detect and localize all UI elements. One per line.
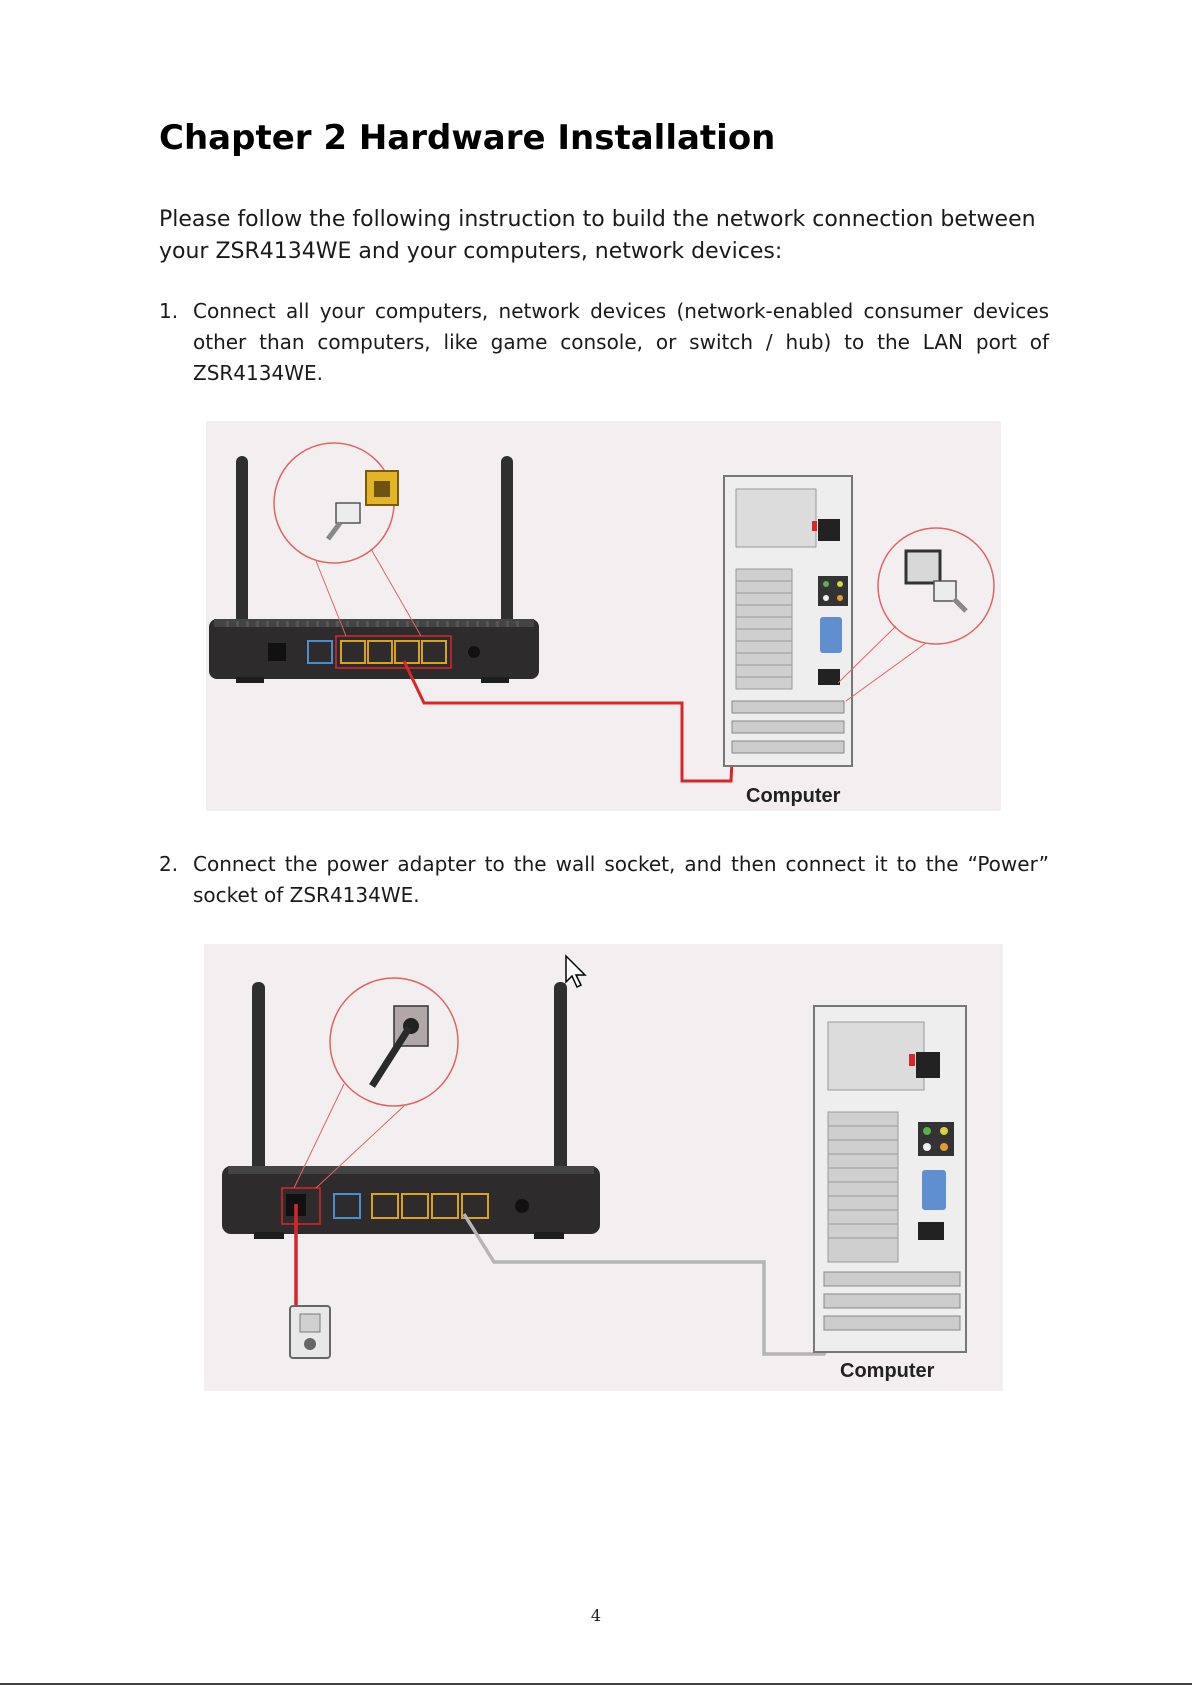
lan-port-2 [367,640,393,664]
rj45-plug-icon [335,502,361,524]
computer-tower [813,1005,967,1353]
computer-tower [723,475,853,767]
reset-button [468,646,480,658]
figure-lan-connection: Computer [206,421,1001,811]
router-body [222,1166,600,1234]
wan-port [307,640,333,664]
router-antenna-left [236,456,248,636]
router-foot-right [534,1232,564,1239]
step-text: Connect the power adapter to the wall so… [193,852,1049,907]
bottom-rule [0,1683,1192,1685]
wall-outlet-icon [289,1305,331,1359]
router-body [209,619,539,679]
lan-connection-illustration [209,442,995,783]
router-vent [226,621,519,627]
lan-port-1 [371,1193,399,1219]
wan-port [333,1193,361,1219]
page-number: 4 [590,1606,602,1625]
intro-paragraph: Please follow the following instruction … [159,207,1036,264]
step-number: 2. [159,852,179,876]
mouse-pointer-icon [565,954,587,989]
router-antenna-right [501,456,513,636]
callout-circle-computer [877,527,995,645]
power-highlight [281,1187,321,1225]
lan-port-4 [461,1193,489,1219]
step-2: 2. Connect the power adapter to the wall… [159,849,1049,911]
figure-power-connection: Computer [204,944,1003,1391]
power-connection-illustration [222,977,967,1359]
page-title: Chapter 2 Hardware Installation [159,118,776,158]
router-antenna-right [554,982,567,1182]
figure-label-computer: Computer [840,1360,935,1382]
callout-circle-power [329,977,459,1107]
lan-port-3 [431,1193,459,1219]
power-plug-icon [369,1026,412,1088]
lan-port-1 [340,640,366,664]
step-number: 1. [159,299,179,323]
lan-port-3 [394,640,420,664]
router-foot-left [254,1232,284,1239]
reset-button [515,1199,529,1213]
step-1: 1. Connect all your computers, network d… [159,296,1049,389]
computer-rj45-plug-icon [933,580,957,602]
power-port [268,643,286,661]
lan-port-4 [421,640,447,664]
computer-lan-jack-icon [904,549,942,585]
lan-port-2 [401,1193,429,1219]
router-foot-right [481,677,509,683]
router-antenna-left [252,982,265,1182]
router-foot-left [236,677,264,683]
lan-highlight [335,635,452,669]
step-text: Connect all your computers, network devi… [193,299,1049,385]
figure-label-computer: Computer [746,785,841,807]
